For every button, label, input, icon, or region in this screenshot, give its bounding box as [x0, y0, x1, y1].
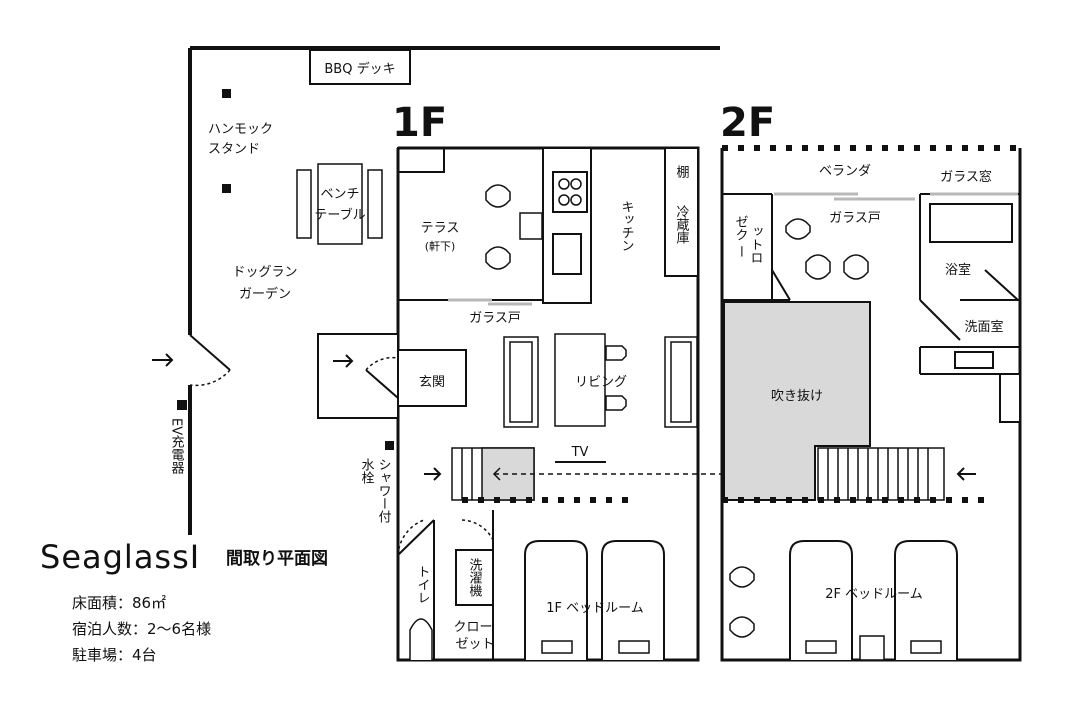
bench-table-label-2: テーブル — [314, 207, 365, 223]
living-furniture — [503, 333, 698, 428]
glass-door-2f-label: ガラス戸 — [829, 211, 881, 226]
faucet-label: 水栓 — [359, 458, 375, 484]
shelf-label: 棚 — [674, 165, 690, 178]
terrace-chairs — [485, 184, 543, 270]
washer-room — [455, 510, 494, 660]
terrace-label: テラス — [421, 221, 460, 236]
stairs-2f — [817, 447, 945, 501]
void-label: 吹き抜け — [771, 388, 823, 404]
faucet-icon — [385, 441, 394, 450]
stairs-arrow-1f — [424, 467, 442, 481]
chairs-2f — [785, 218, 869, 280]
ev-charger-icon — [177, 400, 187, 410]
kitchen-counter — [542, 147, 592, 304]
tv-label: TV — [571, 445, 589, 460]
washer-label: 洗濯機 — [467, 558, 483, 597]
beds-1f — [524, 540, 665, 660]
toilet-room — [397, 519, 435, 660]
beds-2f — [729, 540, 958, 661]
closet-2f-label-2: ットロ — [748, 225, 763, 264]
kitchen-label: キッチン — [619, 200, 634, 252]
info-floor-area: 床面積：86㎡ — [72, 594, 166, 612]
terrace-sub-label: (軒下) — [425, 240, 456, 253]
glass-door-1f-label: ガラス戸 — [469, 311, 521, 326]
entrance — [317, 333, 467, 419]
fridge-label: 冷蔵庫 — [674, 205, 690, 244]
property-name: SeaglassⅠ — [40, 538, 200, 576]
closet-1f-label-1: クロー — [453, 620, 492, 635]
shower-label: シャワー付 — [376, 458, 392, 523]
bbq-deck — [309, 49, 411, 85]
living-label: リビング — [575, 375, 627, 390]
closet-2f — [722, 193, 791, 301]
closet-2f-label-3: ー — [733, 245, 748, 258]
glass-window-label: ガラス窓 — [940, 169, 992, 185]
veranda-label: ベランダ — [819, 164, 871, 179]
fridge-shelf — [664, 147, 699, 277]
bath-label: 浴室 — [945, 262, 971, 278]
washroom-label: 洗面室 — [964, 319, 1003, 335]
floor-1f-title: 1F — [392, 100, 447, 146]
gate-arrow — [152, 353, 174, 367]
dog-run-label-1: ドッグラン — [232, 265, 297, 280]
bench-table — [296, 163, 383, 245]
closet-1f-label-2: ゼット — [455, 637, 494, 652]
stairs-arrow-2f — [956, 467, 976, 481]
yard-gate — [189, 334, 231, 387]
glass-door-1f — [448, 298, 532, 306]
hammock-post-icon — [222, 89, 231, 98]
walls-1f — [396, 146, 700, 662]
glass-door-2f — [774, 192, 915, 201]
bbq-deck-label: BBQ デッキ — [324, 61, 395, 77]
info-guests: 宿泊人数：2〜6名様 — [72, 620, 211, 638]
floor-2f-title: 2F — [720, 100, 775, 146]
bath-area — [919, 193, 1021, 423]
entrance-arrow — [333, 354, 354, 368]
entrance-door — [365, 356, 399, 399]
hammock-label-1: ハンモック — [208, 122, 273, 137]
toilet-label: トイレ — [415, 565, 430, 604]
hammock-post-icon — [222, 184, 231, 193]
bedroom-2f-label: 2F ベッドルーム — [825, 587, 923, 602]
plan-subtitle: 間取り平面図 — [226, 549, 328, 569]
stairs-connector-head-left — [492, 467, 501, 481]
stove-icon — [558, 178, 582, 206]
ev-charger-label: EV充電器 — [169, 418, 185, 476]
entrance-label: 玄関 — [419, 375, 445, 390]
hammock-label-2: スタンド — [208, 142, 260, 157]
bench-table-label-1: ベンチ — [320, 187, 359, 202]
bedroom-1f-label: 1F ベッドルーム — [546, 601, 644, 616]
yard-walls — [188, 46, 720, 535]
info-parking: 駐車場：4台 — [72, 646, 157, 664]
closet-2f-label-1: ゼク — [733, 215, 749, 241]
dog-run-label-2: ガーデン — [239, 286, 291, 302]
